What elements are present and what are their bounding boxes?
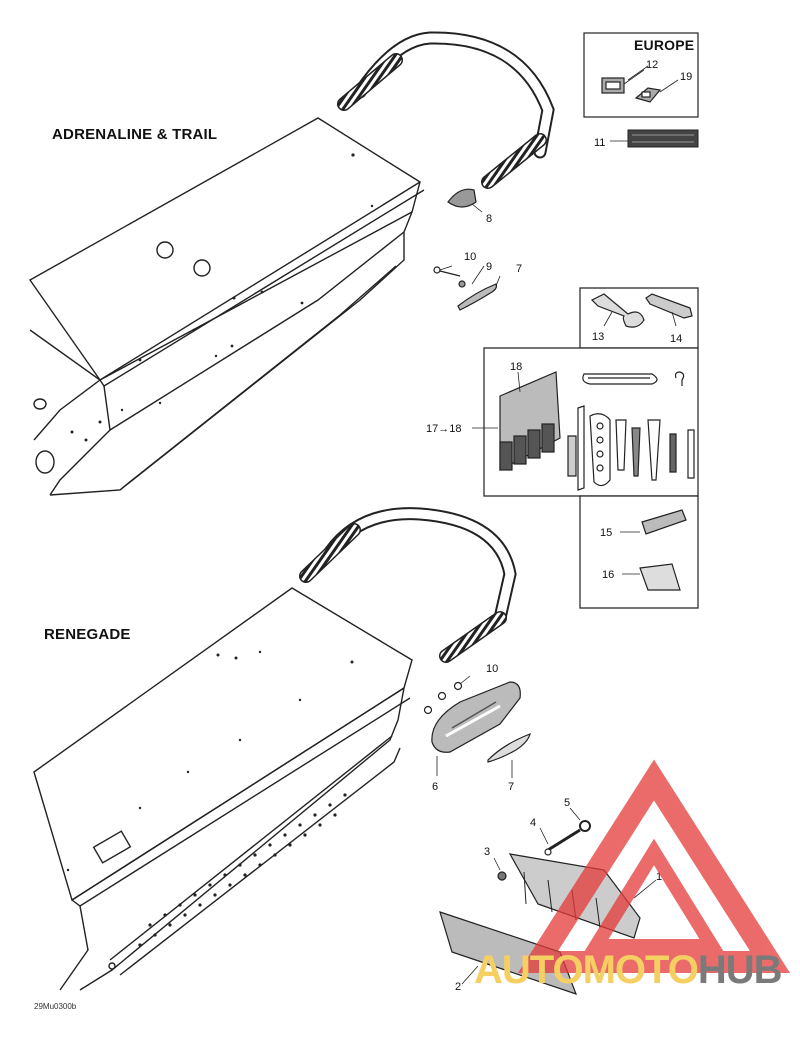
callout-8: 8 — [486, 213, 492, 225]
screws-bottom — [423, 675, 471, 715]
bumper-end-cap-part — [447, 188, 483, 213]
leader-lines — [439, 65, 649, 271]
tool-set — [567, 371, 695, 491]
europe-box — [583, 32, 699, 118]
callout-19: 19 — [680, 71, 692, 83]
callout-15: 15 — [600, 527, 612, 539]
callout-5: 5 — [564, 797, 570, 809]
callout-14: 14 — [670, 333, 682, 345]
heading-renegade: RENEGADE — [44, 626, 131, 643]
watermark-part1: AUTOMOTO — [474, 948, 699, 992]
screw-washer-cap-top — [433, 265, 501, 311]
figure-id: 29Mu0300b — [34, 1002, 77, 1011]
callout-3: 3 — [484, 846, 490, 858]
ski-scraper-part — [620, 509, 687, 535]
decal-strip-part — [610, 129, 699, 148]
callout-6: 6 — [432, 781, 438, 793]
watermark-logo — [517, 759, 791, 973]
tool-pouch-part — [472, 371, 561, 471]
watermark-part2: HUB — [697, 948, 783, 992]
callout-7-bottom: 7 — [508, 781, 514, 793]
grab-handle-bottom — [299, 507, 517, 663]
callout-10-top: 10 — [464, 251, 476, 263]
heading-europe: EUROPE — [634, 37, 695, 53]
tunnel-rivets-top — [70, 153, 374, 442]
callout-12: 12 — [646, 59, 658, 71]
renegade-end-cap-part — [431, 681, 531, 778]
fastener-set-rear — [493, 807, 591, 881]
callout-labels: 1 2 3 4 5 6 7 7 8 9 10 10 11 12 13 14 15… — [426, 59, 692, 993]
callout-9: 9 — [486, 261, 492, 273]
drive-tool-part — [645, 293, 693, 327]
callout-16: 16 — [602, 569, 614, 581]
grab-handle-top — [337, 31, 555, 189]
callout-13: 13 — [592, 331, 604, 343]
spanner-wrench-part — [590, 293, 645, 328]
running-board-dots — [66, 650, 354, 947]
callout-2: 2 — [455, 981, 461, 993]
clip-part — [622, 563, 681, 591]
tunnel-renegade — [33, 587, 413, 991]
heading-adrenaline-trail: ADRENALINE & TRAIL — [52, 126, 218, 143]
callout-18: 18 — [510, 361, 522, 373]
callout-4: 4 — [530, 817, 536, 829]
callout-10-bottom: 10 — [486, 663, 498, 675]
callout-11: 11 — [594, 137, 605, 149]
callout-1: 1 — [656, 871, 662, 883]
callout-17-18: 17→18 — [426, 423, 461, 435]
watermark-text: AUTOMOTOHUB — [474, 948, 783, 993]
tunnel-adrenaline-trail — [28, 117, 425, 496]
callout-7-top: 7 — [516, 263, 522, 275]
